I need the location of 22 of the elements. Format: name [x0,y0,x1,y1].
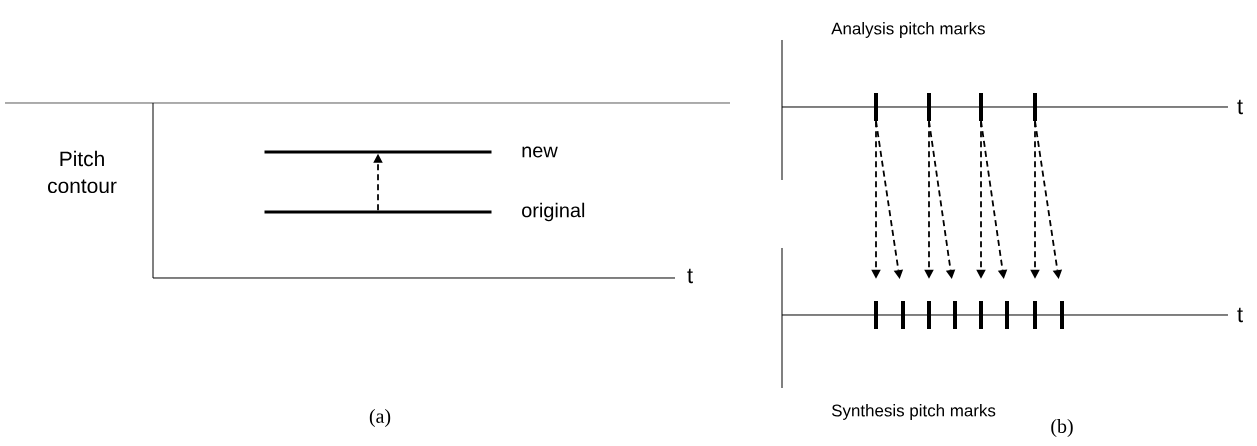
pitch-mark [901,301,905,329]
pitch-mark [1060,301,1064,329]
pitch-mark [979,93,983,121]
panel-label: (a) [369,408,391,427]
pitch-mark [1033,301,1037,329]
pitch-mark [874,93,878,121]
pitch-mark [874,301,878,329]
axis-title: Analysis pitch marks [831,22,985,38]
pitch-mark [979,301,983,329]
axis-label: t [1237,99,1243,115]
axis-label: t [687,268,693,284]
pitch-mark [927,93,931,121]
line-label: new [522,146,558,158]
axis-label: t [1237,307,1243,323]
pitch-mark [927,301,931,329]
axis-title: Pitch contour [48,150,117,194]
pitch-mark [1005,301,1009,329]
pitch-mark [953,301,957,329]
pitch-mark [1033,93,1037,121]
axis-title: Synthesis pitch marks [831,404,996,420]
line-label: original [522,202,585,222]
panel-label: (b) [1051,418,1073,437]
